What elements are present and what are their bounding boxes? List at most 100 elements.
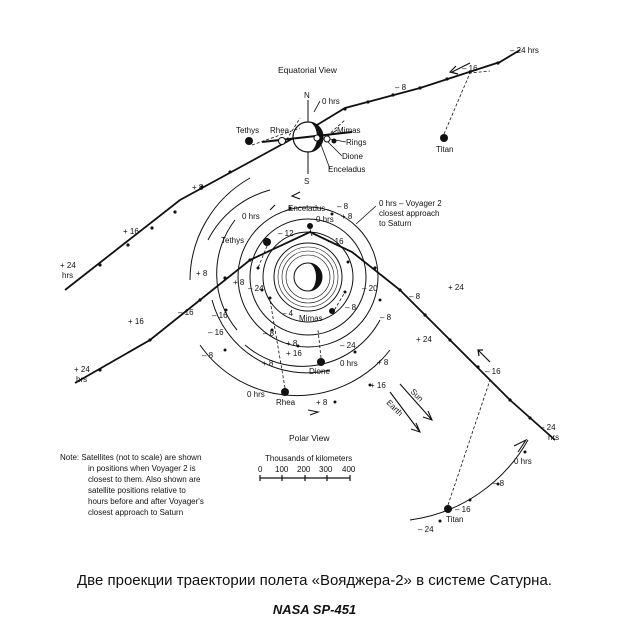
polar-traj-p24b: hrs <box>76 375 87 384</box>
polar-dione-label: Dione <box>309 367 330 376</box>
note-line-3: closest to them. Also shown are <box>88 475 201 484</box>
saturn-equatorial <box>261 100 353 174</box>
equatorial-view-title: Equatorial View <box>278 65 338 75</box>
eq-tick-p16: + 16 <box>123 227 139 236</box>
eq-moon-dashes <box>251 117 346 146</box>
eq-tick-m8: – 8 <box>395 83 407 92</box>
lbl-m24b: – 24 <box>340 341 356 350</box>
polar-tethys-label: Tethys <box>221 236 244 245</box>
polar-trajectory-dots <box>98 258 532 420</box>
eq-titan-label: Titan <box>436 145 454 154</box>
eq-leader-lines <box>319 129 347 170</box>
lbl-m4: – 4 <box>282 309 294 318</box>
eq-rings-label: Rings <box>346 138 366 147</box>
lbl-m20: – 20 <box>362 284 378 293</box>
polar-traj-arrow <box>477 349 491 363</box>
polar-traj-m24b: hrs <box>548 433 559 442</box>
polar-moon-dashes <box>257 228 491 506</box>
polar-traj-m24a: – 24 <box>540 423 556 432</box>
lbl-m16a: – 16 <box>328 237 344 246</box>
note-line-2: in positions when Voyager 2 is <box>88 464 196 473</box>
eq-north-label: N <box>304 91 310 100</box>
figure-caption: Две проекции траектории полета «Вояджера… <box>77 572 552 589</box>
lbl-enc-m8: – 8 <box>337 202 349 211</box>
eq-tethys-label: Tethys <box>236 126 259 135</box>
polar-enceladus-label: Enceladus <box>288 204 325 213</box>
lbl-titan-m24: – 24 <box>418 525 434 534</box>
figure-source: NASA SP-451 <box>272 602 357 617</box>
lbl-enc-p8: + 8 <box>341 212 353 221</box>
closest-approach-leader <box>355 205 377 225</box>
polar-traj-m16: – 16 <box>485 367 501 376</box>
lbl-p24b: + 24 <box>448 283 464 292</box>
lbl-titan-0: 0 hrs <box>514 457 532 466</box>
sun-arrow <box>399 383 434 421</box>
lbl-enc-0: 0 hrs <box>242 212 260 221</box>
lbl-rhea-p8: + 8 <box>316 398 328 407</box>
note-line-1: Note: Satellites (not to scale) are show… <box>60 453 201 462</box>
equatorial-trajectory-dots <box>98 61 500 267</box>
note-block: Note: Satellites (not to scale) are show… <box>60 453 204 517</box>
lbl-p8a: + 8 <box>233 278 245 287</box>
equatorial-direction-arrow <box>448 62 471 75</box>
polar-titan-label: Titan <box>446 515 464 524</box>
eq-south-label: S <box>304 177 309 186</box>
saturn-polar <box>273 242 343 312</box>
closest-approach-line3: to Saturn <box>379 219 411 228</box>
polar-view-title: Polar View <box>289 433 330 443</box>
eq-tick-p24a: + 24 <box>60 261 76 270</box>
lbl-m16b: – 16 <box>178 308 194 317</box>
eq-tick-p24b: hrs <box>62 271 73 280</box>
polar-orbit-arrow-bottom <box>307 409 320 416</box>
scale-tick-200: 200 <box>297 465 311 474</box>
closest-approach-line2: closest approach <box>379 209 439 218</box>
earth-arrow <box>389 391 422 433</box>
lbl-titan-m16: – 16 <box>455 505 471 514</box>
lbl-p16b: + 16 <box>370 381 386 390</box>
eq-enceladus-label: Enceladus <box>328 165 365 174</box>
scale-tick-100: 100 <box>275 465 289 474</box>
note-line-5: hours before and after Voyager's <box>88 497 204 506</box>
lbl-m8e: – 8 <box>202 351 214 360</box>
trajectory-diagram: Equatorial View – 24 hrs – 16 – 8 + 8 + … <box>60 46 559 534</box>
scale-bar: Thousands of kilometers 0 100 200 300 40… <box>258 454 356 481</box>
eq-tick-m24: – 24 hrs <box>510 46 539 55</box>
eq-mimas-label: Mimas <box>337 126 361 135</box>
lbl-m16c: – 16 <box>212 311 228 320</box>
lbl-teth-m12: – 12 <box>278 229 294 238</box>
lbl-dione-0: 0 hrs <box>340 359 358 368</box>
lbl-p16a: + 16 <box>286 349 302 358</box>
polar-traj-p8: + 8 <box>196 269 208 278</box>
polar-titan-orbit <box>409 439 529 521</box>
polar-position-dots <box>223 206 527 523</box>
polar-traj-p24r: + 24 <box>416 335 432 344</box>
note-line-6: closest approach to Saturn <box>88 508 183 517</box>
lbl-rhea-0: 0 hrs <box>247 390 265 399</box>
polar-rhea-label: Rhea <box>276 398 296 407</box>
lbl-p8c: + 8 <box>286 339 298 348</box>
polar-titan-arrow <box>513 438 528 453</box>
polar-mimas-label: Mimas <box>299 314 323 323</box>
polar-traj-m8: – 8 <box>409 292 421 301</box>
earth-label: Earth <box>385 398 405 418</box>
polar-traj-p24a: + 24 <box>74 365 90 374</box>
lbl-teth-0: 0 hrs <box>316 215 334 224</box>
polar-orbit-arrow-top <box>269 191 301 211</box>
eq-rhea-label: Rhea <box>270 126 290 135</box>
scale-tick-400: 400 <box>342 465 356 474</box>
eq-zero-hrs-label: 0 hrs <box>322 97 340 106</box>
closest-approach-line1: 0 hrs – Voyager 2 <box>379 199 442 208</box>
eq-tick-m16: – 16 <box>462 64 478 73</box>
note-line-4: satellite positions relative to <box>88 486 186 495</box>
equatorial-trajectory-line <box>64 49 521 291</box>
lbl-p8e: + 8 <box>377 358 389 367</box>
polar-hour-labels: 0 hrs – 8 + 8 0 hrs – 12 – 16 + 8 – 24 –… <box>178 202 532 534</box>
polar-traj-p16: + 16 <box>128 317 144 326</box>
lbl-m8c: – 8 <box>380 313 392 322</box>
eq-dione-label: Dione <box>342 152 363 161</box>
scale-title: Thousands of kilometers <box>265 454 352 463</box>
lbl-p8d: + 8 <box>262 359 274 368</box>
scale-tick-300: 300 <box>319 465 333 474</box>
eq-titan-dash <box>443 70 491 135</box>
eq-tick-p8: + 8 <box>192 183 204 192</box>
